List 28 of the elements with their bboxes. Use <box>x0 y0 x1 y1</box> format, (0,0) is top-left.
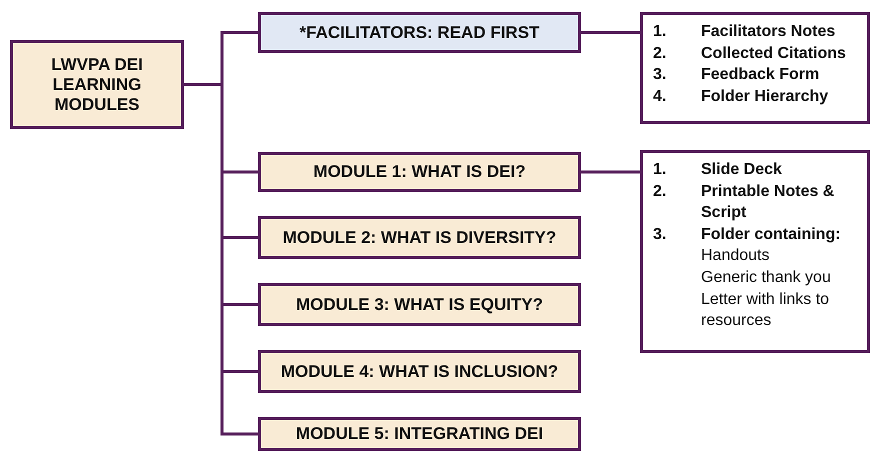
connector-line <box>184 83 258 436</box>
connector-line <box>581 170 640 174</box>
module-box <box>258 216 581 259</box>
box-label: MODULE 2: WHAT IS DIVERSITY? <box>282 228 556 248</box>
module-box <box>258 283 581 326</box>
connector-line <box>581 31 640 34</box>
module-box <box>258 417 581 451</box>
module-box <box>258 152 581 192</box>
list-item: 4. Folder Hierarchy <box>653 86 828 107</box>
list-item: 2. Collected Citations <box>653 44 846 64</box>
box-label: *FACILITATORS: READ FIRST <box>300 22 540 42</box>
box-label: MODULE 4: WHAT IS INCLUSION? <box>280 362 558 382</box>
box-label: MODULE 3: WHAT IS EQUITY? <box>296 294 544 314</box>
box-label: MODULE 1: WHAT IS DEI? <box>313 162 526 182</box>
list-item: 2. Printable Notes & Script <box>653 182 836 224</box>
list-item: 3. Folder containing: <box>653 224 841 245</box>
box-label: MODULE 5: INTEGRATING DEI <box>296 424 544 444</box>
list-text: Handouts <box>700 246 770 266</box>
list-text: Generic thank you Letter with links to resources <box>700 268 832 332</box>
list-box <box>640 12 870 124</box>
list-item: 1. Facilitators Notes <box>653 22 836 42</box>
title-box <box>10 40 184 129</box>
list-item: 1. Slide Deck <box>653 160 782 180</box>
list-item: 3. Feedback Form <box>653 65 820 86</box>
box-label: LWVPA DEI LEARNING MODULES <box>50 54 144 114</box>
list-box <box>640 150 870 353</box>
section-box <box>258 12 581 53</box>
module-box <box>258 350 581 393</box>
